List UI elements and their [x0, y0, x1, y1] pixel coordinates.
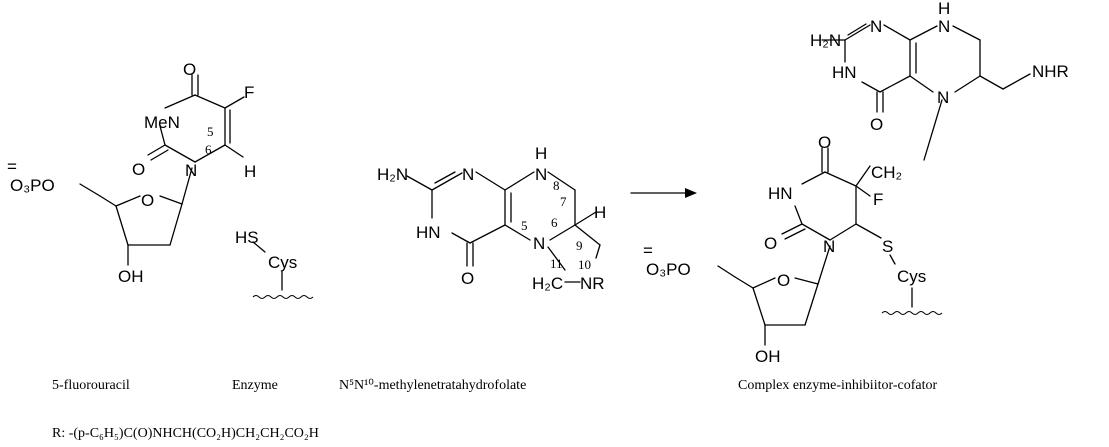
complex-h8: H	[938, 0, 950, 18]
fu-sugar-oxygen: O	[141, 191, 154, 210]
caption-folate: N⁵N¹⁰-methylenetratahydrofolate	[339, 378, 526, 393]
fu-n1: N	[185, 161, 197, 180]
complex-sugar-oxygen: O	[777, 271, 790, 290]
thf-locant-5: 5	[521, 218, 528, 233]
complex-pterin-carbonyl: O	[870, 115, 883, 134]
complex-n8: N	[938, 17, 950, 36]
complex-fluorine: F	[873, 190, 883, 209]
fu-h6: H	[244, 162, 256, 181]
thf-n10-r: NR	[580, 274, 605, 293]
fu-n3-methyl: MeN	[144, 113, 180, 132]
fu-carbonyl-o2: O	[132, 160, 145, 179]
thf-locant-9: 9	[576, 238, 583, 253]
complex-amino: H₂N	[810, 31, 841, 50]
complex-pterin-structure	[821, 23, 1031, 161]
complex-nucleotide-structure	[717, 147, 943, 346]
fu-phosphate: O₃PO	[10, 176, 55, 195]
folate-structure	[406, 171, 601, 283]
thf-h6: H	[594, 203, 606, 222]
complex-hydroxyl: OH	[755, 347, 781, 366]
complex-pterin-n1h: HN	[832, 63, 857, 82]
complex-uracil-carbonyl-2: O	[764, 234, 777, 253]
fu-hydroxyl: OH	[118, 267, 144, 286]
fu-fluorine: F	[244, 83, 254, 102]
thf-amino: H₂N	[377, 165, 408, 184]
thf-n3: N	[462, 165, 474, 184]
enzyme-structure	[252, 241, 314, 299]
complex-sulfur: S	[882, 237, 893, 256]
fluorouracil-structure	[79, 74, 245, 266]
thf-n8: N	[535, 165, 547, 184]
fu-carbonyl-o4: O	[183, 60, 196, 79]
complex-phosphate-charge: =	[643, 241, 653, 260]
thf-locant-8: 8	[553, 178, 560, 193]
thf-locant-11: 11	[550, 256, 563, 271]
complex-uracil-n3h: HN	[768, 184, 793, 203]
caption-fluorouracil: 5-fluorouracil	[52, 378, 130, 393]
thf-carbonyl: O	[461, 269, 474, 288]
complex-pterin-n3: N	[870, 17, 882, 36]
thf-methylene: H₂C	[532, 274, 563, 293]
reaction-arrow	[630, 188, 697, 198]
complex-phosphate: O₃PO	[646, 260, 691, 279]
complex-n5: N	[937, 88, 949, 107]
caption-complex: Complex enzyme-inhibiitor-cofator	[738, 378, 937, 393]
caption-enzyme: Enzyme	[232, 378, 278, 393]
thf-locant-6: 6	[551, 215, 558, 230]
fu-phosphate-charge: =	[7, 157, 17, 176]
complex-cys: Cys	[897, 267, 926, 286]
enzyme-thiol: HS	[235, 228, 259, 247]
thf-locant-7: 7	[560, 194, 567, 209]
enzyme-cys: Cys	[268, 253, 297, 272]
fu-locant-5: 5	[207, 124, 214, 139]
thf-h8: H	[535, 144, 547, 163]
thf-n1h: HN	[416, 223, 441, 242]
fu-locant-6: 6	[205, 142, 212, 157]
complex-uracil-n1: N	[823, 237, 835, 256]
complex-bridging-ch2: CH₂	[871, 163, 902, 182]
caption-r-definition: R: -(p-C₆H₅)C(O)NHCH(CO₂H)CH₂CH₂CO₂H	[52, 426, 319, 441]
thf-n5: N	[533, 234, 545, 253]
thf-locant-10: 10	[578, 257, 591, 272]
complex-uracil-carbonyl-4: O	[818, 133, 831, 152]
complex-nhr: NHR	[1032, 62, 1069, 81]
